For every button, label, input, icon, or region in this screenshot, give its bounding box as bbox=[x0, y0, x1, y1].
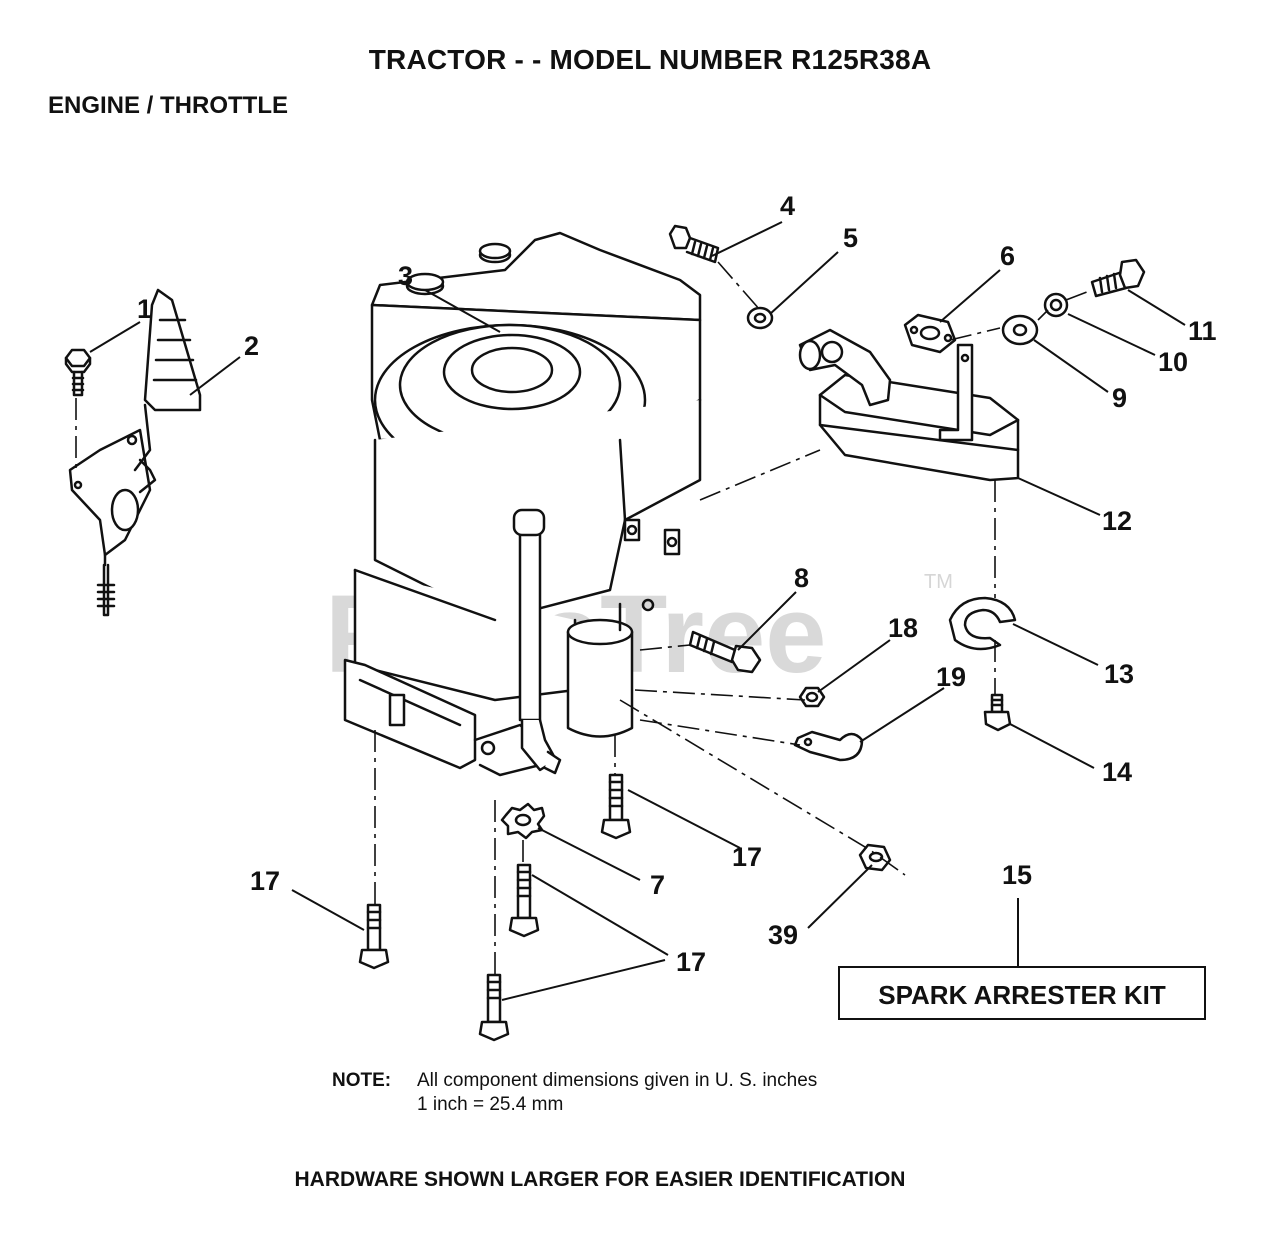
engine-part[interactable] bbox=[343, 231, 702, 777]
note-line-2: 1 inch = 25.4 mm bbox=[417, 1094, 564, 1115]
clamp-19-part[interactable] bbox=[793, 730, 864, 762]
screw-1-part[interactable] bbox=[64, 348, 92, 397]
note-line-1: All component dimensions given in U. S. … bbox=[417, 1070, 818, 1091]
throttle-control-part[interactable] bbox=[68, 288, 202, 617]
lock-washer-7-part[interactable] bbox=[500, 802, 546, 840]
callout-17-left: 17 bbox=[250, 866, 280, 896]
washer-9-part[interactable] bbox=[1001, 314, 1039, 346]
callout-14: 14 bbox=[1102, 757, 1132, 787]
spark-arrester-screen-part[interactable] bbox=[948, 596, 1017, 651]
page-title: TRACTOR - - MODEL NUMBER R125R38A bbox=[368, 44, 932, 75]
callout-4: 4 bbox=[780, 191, 795, 221]
screw-14-part[interactable] bbox=[983, 693, 1012, 732]
callout-11: 11 bbox=[1188, 316, 1217, 346]
watermark-trademark: TM bbox=[924, 571, 953, 593]
bolt-4-part[interactable] bbox=[668, 224, 720, 264]
muffler-part[interactable] bbox=[798, 328, 1020, 482]
callout-12: 12 bbox=[1102, 506, 1132, 536]
spark-arrester-kit-box[interactable]: SPARK ARRESTER KIT bbox=[838, 966, 1206, 1020]
bolt-17-middle-part[interactable] bbox=[508, 863, 540, 938]
gasket-6-part[interactable] bbox=[903, 313, 957, 354]
callout-9: 9 bbox=[1112, 383, 1127, 413]
callout-3: 3 bbox=[398, 261, 413, 291]
callout-19: 19 bbox=[936, 662, 966, 692]
bolt-17-bottom-part[interactable] bbox=[478, 973, 510, 1042]
washer-5-part[interactable] bbox=[746, 306, 774, 330]
callout-17-engine: 17 bbox=[732, 842, 762, 872]
callout-5: 5 bbox=[843, 223, 858, 253]
bolt-17-engine-part[interactable] bbox=[600, 773, 632, 840]
callout-39: 39 bbox=[768, 920, 798, 950]
bolt-17-left-part[interactable] bbox=[358, 903, 390, 970]
callout-15: 15 bbox=[1002, 860, 1032, 890]
callout-18: 18 bbox=[888, 613, 918, 643]
callout-8: 8 bbox=[794, 563, 809, 593]
callout-10: 10 bbox=[1158, 347, 1188, 377]
bolt-8-part[interactable] bbox=[688, 630, 762, 674]
section-title: ENGINE / THROTTLE bbox=[48, 92, 288, 119]
washer-10-part[interactable] bbox=[1043, 292, 1069, 318]
callout-7: 7 bbox=[650, 870, 665, 900]
callout-1: 1 bbox=[137, 294, 152, 324]
callout-17-pair: 17 bbox=[676, 947, 706, 977]
spark-arrester-kit-label: SPARK ARRESTER KIT bbox=[878, 980, 1166, 1010]
screw-11-part[interactable] bbox=[1090, 258, 1146, 298]
nut-18-part[interactable] bbox=[798, 686, 826, 708]
note-label: NOTE: bbox=[332, 1070, 392, 1091]
callout-13: 13 bbox=[1104, 659, 1134, 689]
callout-2: 2 bbox=[244, 331, 259, 361]
nut-39-part[interactable] bbox=[858, 843, 892, 872]
footer-note: HARDWARE SHOWN LARGER FOR EASIER IDENTIF… bbox=[294, 1168, 906, 1191]
callout-6: 6 bbox=[1000, 241, 1015, 271]
